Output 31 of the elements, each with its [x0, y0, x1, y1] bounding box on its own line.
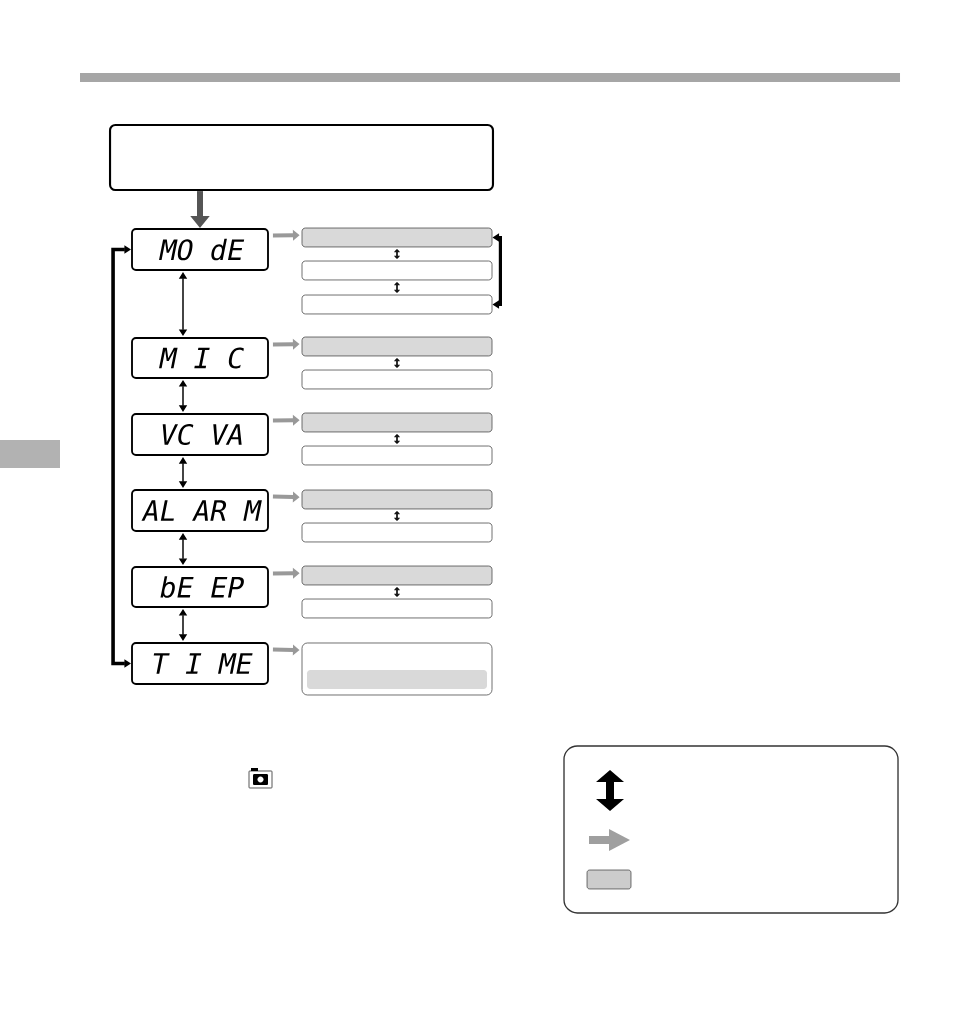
instruction-box: [108, 123, 495, 192]
arrow: [394, 358, 400, 368]
arrow: [178, 533, 188, 565]
arrow: [178, 272, 188, 336]
lcd-display: T I ME: [131, 642, 269, 685]
arrow: [394, 587, 400, 597]
arrow: [111, 245, 131, 668]
arrow: [394, 249, 400, 259]
arrow: [178, 457, 188, 488]
option-bar: [301, 522, 493, 543]
default-option-bar: [301, 412, 493, 433]
default-option-bar: [307, 670, 487, 689]
lcd-display: M I C: [131, 337, 269, 379]
option-bar: [301, 445, 493, 466]
default-option-bar: [301, 489, 493, 510]
option-bar: [301, 369, 493, 390]
option-bar: [301, 260, 493, 281]
arrow: [394, 282, 400, 293]
lcd-display: AL AR M: [131, 489, 269, 532]
lcd-display: VC VA: [131, 413, 269, 456]
lcd-display: bE EP: [131, 566, 269, 608]
arrow: [178, 609, 188, 641]
arrow: [178, 380, 188, 412]
arrow: [394, 511, 400, 521]
option-bar: [301, 598, 493, 619]
default-option-bar: [301, 336, 493, 357]
option-bar: [301, 294, 493, 315]
default-option-bar: [301, 565, 493, 586]
default-option-bar: [301, 227, 493, 248]
lcd-display: MO dE: [131, 228, 269, 271]
arrow: [394, 434, 400, 444]
